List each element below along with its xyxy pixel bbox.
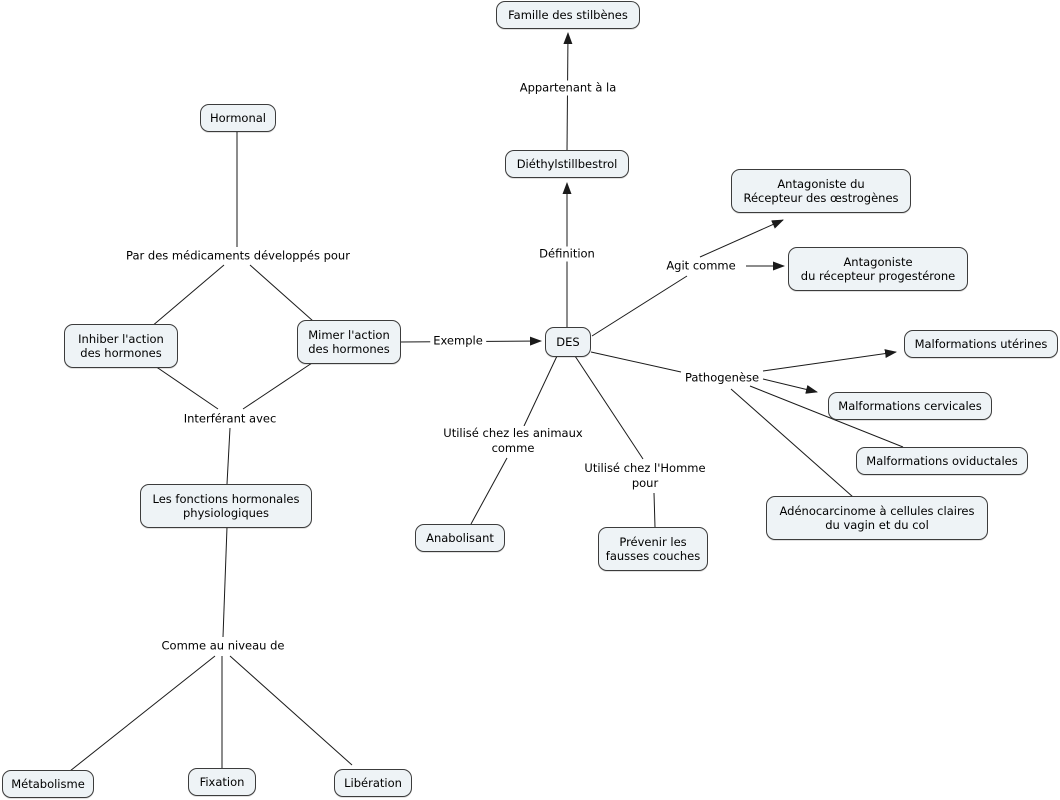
linking-phrase-agit-comme[interactable]: Agit comme [663, 258, 739, 274]
concept-node-prevenir-fausses-couches[interactable]: Prévenir les fausses couches [598, 527, 708, 571]
linking-phrase-pathogenese[interactable]: Pathogenèse [681, 370, 763, 386]
connector-line [229, 655, 353, 766]
linking-phrase-appartenant-a-la[interactable]: Appartenant à la [516, 80, 620, 96]
connector-line [762, 349, 897, 372]
linking-phrase-par-medicaments[interactable]: Par des médicaments développés pour [123, 248, 353, 264]
connector-line [222, 526, 228, 638]
concept-node-des[interactable]: DES [545, 327, 591, 357]
concept-node-antagoniste-oestrogenes[interactable]: Antagoniste du Récepteur des œstrogènes [731, 169, 911, 213]
concept-node-anabolisant[interactable]: Anabolisant [415, 524, 505, 552]
concept-node-malformations-oviductales[interactable]: Malformations oviductales [856, 447, 1028, 475]
linking-phrase-utilise-animaux[interactable]: Utilisé chez les animaux comme [440, 426, 586, 456]
connector-line [574, 355, 644, 460]
connector-line [470, 457, 508, 525]
linking-phrase-definition[interactable]: Définition [536, 246, 598, 262]
connector-line [249, 264, 314, 322]
concept-node-inhiber-action-hormones[interactable]: Inhiber l'action des hormones [64, 324, 178, 368]
concept-node-malformations-cervicales[interactable]: Malformations cervicales [828, 392, 992, 420]
concept-node-diethylstillbestrol[interactable]: Diéthylstillbestrol [505, 150, 629, 178]
concept-node-liberation[interactable]: Libération [334, 769, 412, 797]
edge-group [69, 32, 904, 772]
connector-line [762, 378, 818, 394]
concept-node-malformations-uterines[interactable]: Malformations utérines [904, 330, 1058, 358]
connector-line [69, 655, 216, 772]
linking-phrase-interferant-avec[interactable]: Interférant avec [180, 411, 280, 427]
connector-line [699, 219, 784, 258]
concept-node-famille-des-stilbenes[interactable]: Famille des stilbènes [496, 1, 640, 29]
linking-phrase-exemple[interactable]: Exemple [430, 333, 486, 349]
connector-line [242, 362, 313, 410]
connector-line [150, 264, 225, 328]
concept-node-adenocarcinome[interactable]: Adénocarcinome à cellules claires du vag… [766, 496, 988, 540]
connector-line [226, 427, 231, 485]
concept-node-mimer-action-hormones[interactable]: Mimer l'action des hormones [297, 320, 401, 364]
connector-line [523, 355, 558, 427]
connector-line [653, 492, 656, 528]
concept-node-antagoniste-progesterone[interactable]: Antagoniste du récepteur progestérone [788, 247, 968, 291]
concept-node-hormonal[interactable]: Hormonal [200, 104, 276, 132]
connector-line [749, 385, 904, 448]
connector-line [591, 275, 688, 337]
concept-node-metabolisme[interactable]: Métabolisme [2, 770, 94, 798]
concept-node-fixation[interactable]: Fixation [188, 768, 256, 796]
linking-phrase-utilise-homme[interactable]: Utilisé chez l'Homme pour [581, 461, 709, 491]
connector-line [730, 388, 854, 498]
concept-node-fonctions-hormonales[interactable]: Les fonctions hormonales physiologiques [140, 484, 312, 528]
linking-phrase-comme-au-niveau-de[interactable]: Comme au niveau de [158, 638, 288, 654]
connector-line [590, 351, 682, 373]
connector-line [154, 365, 219, 410]
